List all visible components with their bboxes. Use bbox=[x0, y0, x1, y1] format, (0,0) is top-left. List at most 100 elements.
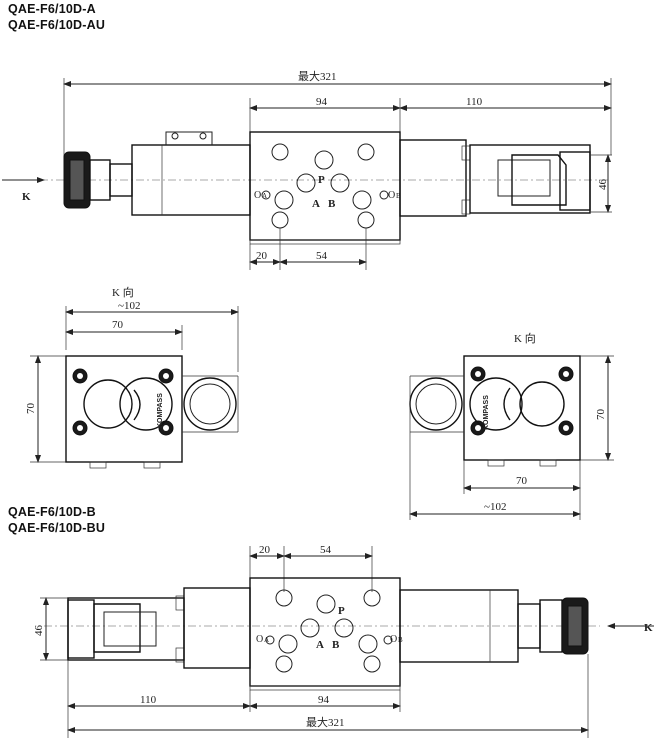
top-k-label: K bbox=[22, 191, 31, 203]
title-model-au: QAE-F6/10D-AU bbox=[8, 18, 106, 32]
top-left-connector-screw-2 bbox=[199, 132, 207, 140]
top-dim-94-label: 94 bbox=[316, 96, 328, 108]
right-k-label: K 向 bbox=[514, 331, 536, 345]
bot-k-label: K bbox=[644, 622, 653, 634]
top-right-plug bbox=[511, 154, 567, 206]
bot-port-a: A bbox=[316, 639, 324, 651]
top-dim-110-label: 110 bbox=[466, 96, 483, 108]
top-hole bbox=[261, 190, 271, 200]
top-valve-view: 最大321 94 110 K bbox=[2, 69, 612, 270]
top-hole bbox=[296, 173, 316, 193]
bot-hole bbox=[278, 634, 298, 654]
left-end-bolt-hole bbox=[163, 425, 169, 431]
bot-dim-54-label: 54 bbox=[320, 544, 332, 556]
left-end-coil-inner bbox=[189, 383, 231, 425]
right-end-foot-1 bbox=[487, 459, 505, 467]
bot-dim-110-label: 110 bbox=[140, 694, 157, 706]
left-end-knob bbox=[119, 377, 173, 431]
top-hole bbox=[271, 143, 289, 161]
right-end-foot-2 bbox=[539, 459, 557, 467]
right-end-bolt-hole bbox=[475, 425, 481, 431]
bot-hole bbox=[334, 618, 354, 638]
top-dim-54-label: 54 bbox=[316, 250, 328, 262]
left-end-body bbox=[65, 355, 183, 463]
top-dim-20-label: 20 bbox=[256, 250, 268, 262]
bot-port-oa-sub: A bbox=[264, 636, 269, 644]
top-overall-dim-label: 最大321 bbox=[298, 69, 337, 83]
bot-port-ob: O bbox=[390, 634, 397, 645]
top-hole bbox=[314, 150, 334, 170]
bot-left-plug-cap bbox=[67, 599, 95, 659]
top-port-oa: O bbox=[254, 190, 261, 201]
top-right-plug-cap bbox=[559, 151, 591, 211]
bot-valve-base bbox=[249, 685, 401, 691]
top-port-b: B bbox=[328, 198, 336, 210]
left-dim-70w-label: 70 bbox=[112, 319, 124, 331]
bot-hole bbox=[265, 635, 275, 645]
top-port-a: A bbox=[312, 198, 320, 210]
bot-port-holes bbox=[265, 589, 393, 673]
left-end-brand: KOMPASS bbox=[157, 393, 164, 428]
left-dim-102-label: ~102 bbox=[118, 300, 140, 312]
top-left-knob-inner bbox=[69, 159, 85, 201]
right-end-hex bbox=[519, 381, 565, 427]
left-end-view: K 向 ~102 70 70 KOMPA bbox=[25, 285, 239, 469]
title-model-bu: QAE-F6/10D-BU bbox=[8, 521, 106, 535]
right-dim-70w-label: 70 bbox=[516, 475, 528, 487]
bot-hole bbox=[316, 594, 336, 614]
bot-dim-94-label: 94 bbox=[318, 694, 330, 706]
top-port-ob: O bbox=[388, 190, 395, 201]
bot-hole bbox=[383, 635, 393, 645]
top-port-ob-sub: B bbox=[396, 192, 401, 200]
top-hole bbox=[330, 173, 350, 193]
left-end-bolt-hole bbox=[77, 373, 83, 379]
left-end-knob-arc bbox=[133, 389, 141, 421]
top-valve-base bbox=[249, 239, 401, 245]
bot-hole bbox=[275, 655, 293, 673]
top-hole bbox=[271, 211, 289, 229]
right-end-knob-arc bbox=[503, 387, 511, 421]
bot-port-p: P bbox=[338, 605, 345, 617]
right-end-bolt-hole bbox=[563, 425, 569, 431]
bot-hole bbox=[300, 618, 320, 638]
title-model-a: QAE-F6/10D-A bbox=[8, 2, 96, 16]
bot-hole bbox=[275, 589, 293, 607]
bot-port-oa: O bbox=[256, 634, 263, 645]
right-dim-102-label: ~102 bbox=[484, 501, 506, 513]
right-end-body bbox=[463, 355, 581, 461]
right-end-coil bbox=[409, 377, 463, 431]
top-dim-46-label: 46 bbox=[597, 179, 609, 191]
left-end-coil bbox=[183, 377, 237, 431]
bot-left-connector-plate bbox=[103, 611, 157, 647]
right-end-view: K 向 70 KOMPASS bbox=[409, 331, 614, 520]
top-hole bbox=[357, 211, 375, 229]
top-left-connector-screw-1 bbox=[171, 132, 179, 140]
top-right-coil bbox=[399, 139, 467, 217]
top-hole bbox=[274, 190, 294, 210]
top-port-oa-sub: A bbox=[262, 192, 267, 200]
bot-overall-dim-label: 最大321 bbox=[306, 715, 345, 729]
top-hole bbox=[379, 190, 389, 200]
left-k-label: K 向 bbox=[112, 285, 134, 299]
right-end-knob bbox=[469, 377, 523, 431]
bot-hole bbox=[358, 634, 378, 654]
top-port-p: P bbox=[318, 174, 325, 186]
left-end-foot-1 bbox=[89, 461, 107, 469]
bot-right-knob-inner bbox=[567, 605, 583, 647]
right-end-bolt-hole bbox=[563, 371, 569, 377]
bot-hole bbox=[363, 589, 381, 607]
top-hole bbox=[352, 190, 372, 210]
right-end-bolt-hole bbox=[475, 371, 481, 377]
bottom-valve-view: 20 54 46 bbox=[33, 544, 654, 738]
bot-dim-46-label: 46 bbox=[33, 625, 45, 637]
bot-port-b: B bbox=[332, 639, 340, 651]
top-port-holes bbox=[261, 143, 389, 229]
left-end-bolt-hole bbox=[77, 425, 83, 431]
right-end-coil-inner bbox=[415, 383, 457, 425]
right-end-brand: KOMPASS bbox=[483, 395, 490, 430]
left-end-hex bbox=[83, 379, 133, 429]
right-dim-70h-label: 70 bbox=[595, 409, 607, 421]
left-end-bolt-hole bbox=[163, 373, 169, 379]
